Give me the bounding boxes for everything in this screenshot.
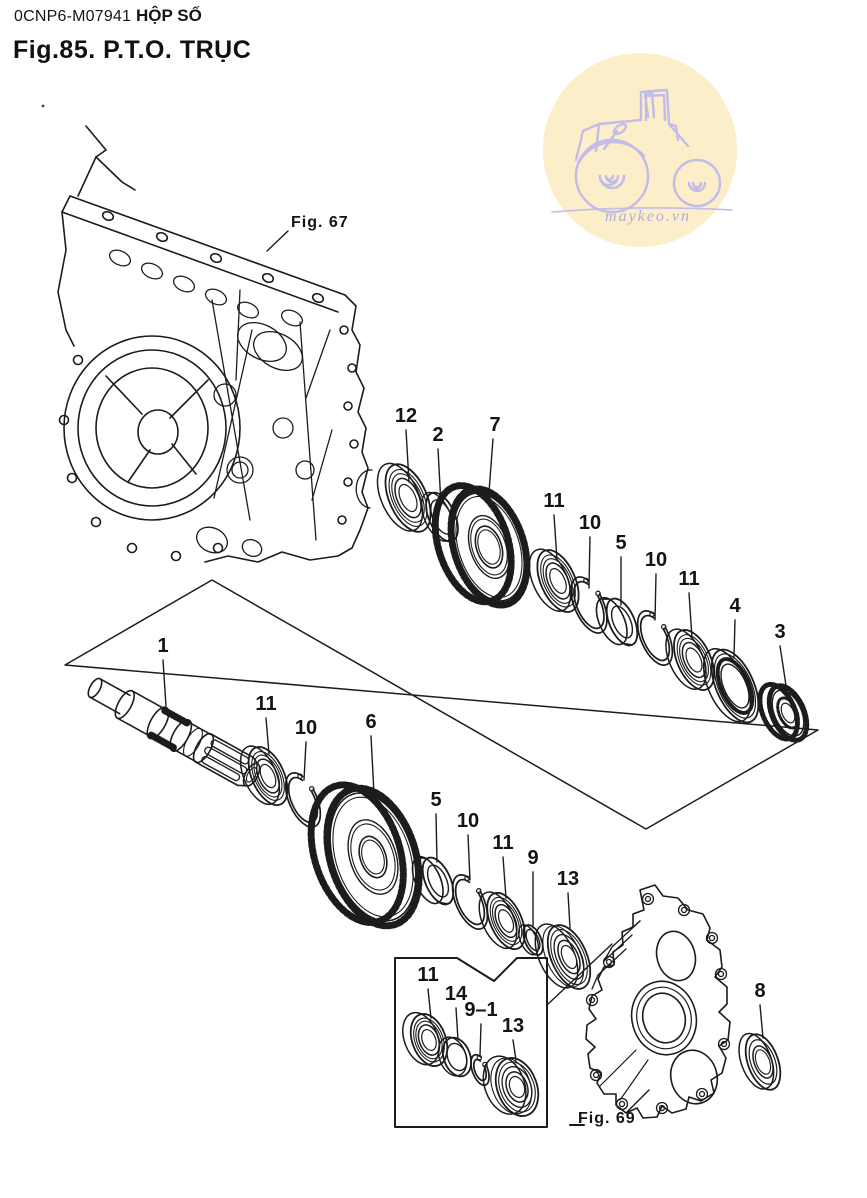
pto-shaft xyxy=(87,677,261,787)
document-code: 0CNP6-M07941 xyxy=(14,8,132,25)
callout-leader xyxy=(437,448,442,506)
part-callout-7: 7 xyxy=(489,414,500,436)
callout-leader xyxy=(370,735,375,795)
callout-leader xyxy=(654,573,657,621)
part-callout-8: 8 xyxy=(754,980,765,1002)
part-callout-11: 11 xyxy=(543,490,564,512)
part-callout-10: 10 xyxy=(457,810,479,832)
part-callout-9: 9 xyxy=(527,847,538,869)
exploded-plane-outline xyxy=(64,579,819,830)
part-callout-14: 14 xyxy=(445,983,468,1005)
callout-leader xyxy=(303,741,307,781)
part-callout-10: 10 xyxy=(645,549,667,571)
part-callout-3: 3 xyxy=(774,621,785,643)
watermark-logo: maykeo.vn xyxy=(543,53,737,247)
callout-leader xyxy=(435,813,438,863)
callout-leader xyxy=(162,659,167,707)
callout-leader xyxy=(588,536,591,589)
callout-leader xyxy=(265,717,270,755)
part-callout-6: 6 xyxy=(365,711,376,733)
figure-reference: Fig. 67 xyxy=(291,214,349,231)
callout-leader xyxy=(488,438,494,493)
part-callout-4: 4 xyxy=(729,595,741,617)
callout-leader xyxy=(759,1004,764,1039)
part-callout-11: 11 xyxy=(255,693,276,715)
inset-leader-line xyxy=(546,943,613,1006)
callout-leader xyxy=(512,1039,517,1061)
callout-leader xyxy=(427,988,432,1019)
callout-leader xyxy=(553,514,558,561)
exploded-parts xyxy=(239,462,810,1117)
part-callout-12: 12 xyxy=(395,405,417,427)
watermark-text: maykeo.vn xyxy=(605,208,691,225)
callout-leader xyxy=(779,645,788,693)
part-callout-5: 5 xyxy=(615,532,626,554)
callout-leader xyxy=(502,856,507,899)
part-callout-13: 13 xyxy=(557,868,579,890)
callout-leader xyxy=(567,892,571,929)
gearbox-housing xyxy=(57,125,373,563)
diagram-art xyxy=(41,104,819,1128)
part-callout-9–1: 9–1 xyxy=(464,999,497,1021)
figure-title: Fig.85. P.T.O. TRỤC xyxy=(13,36,252,64)
part-callout-5: 5 xyxy=(430,789,441,811)
inset-callout-box xyxy=(394,943,613,1128)
print-dot xyxy=(41,104,45,108)
callout-leader xyxy=(405,429,410,483)
rear-cover xyxy=(585,884,731,1119)
callout-leader xyxy=(467,834,471,881)
callout-leader xyxy=(688,592,693,639)
part-callout-11: 11 xyxy=(492,832,513,854)
part-callout-10: 10 xyxy=(295,717,317,739)
watermark-circle xyxy=(543,53,737,247)
part-callout-13: 13 xyxy=(502,1015,524,1037)
figure-reference: Fig. 69 xyxy=(578,1110,636,1127)
part-callout-2: 2 xyxy=(432,424,443,446)
callout-leader xyxy=(455,1007,459,1041)
tractor-icon xyxy=(551,88,733,214)
part-callout-11: 11 xyxy=(417,964,438,986)
callout-leader xyxy=(733,619,736,659)
part-callout-1: 1 xyxy=(157,635,168,657)
callout-leader xyxy=(479,1023,482,1056)
figref-leader xyxy=(626,1089,650,1113)
figref-leader xyxy=(266,230,289,252)
document-title: HỘP SỐ xyxy=(136,6,202,25)
part-callout-11: 11 xyxy=(678,568,699,590)
part-callout-10: 10 xyxy=(579,512,601,534)
